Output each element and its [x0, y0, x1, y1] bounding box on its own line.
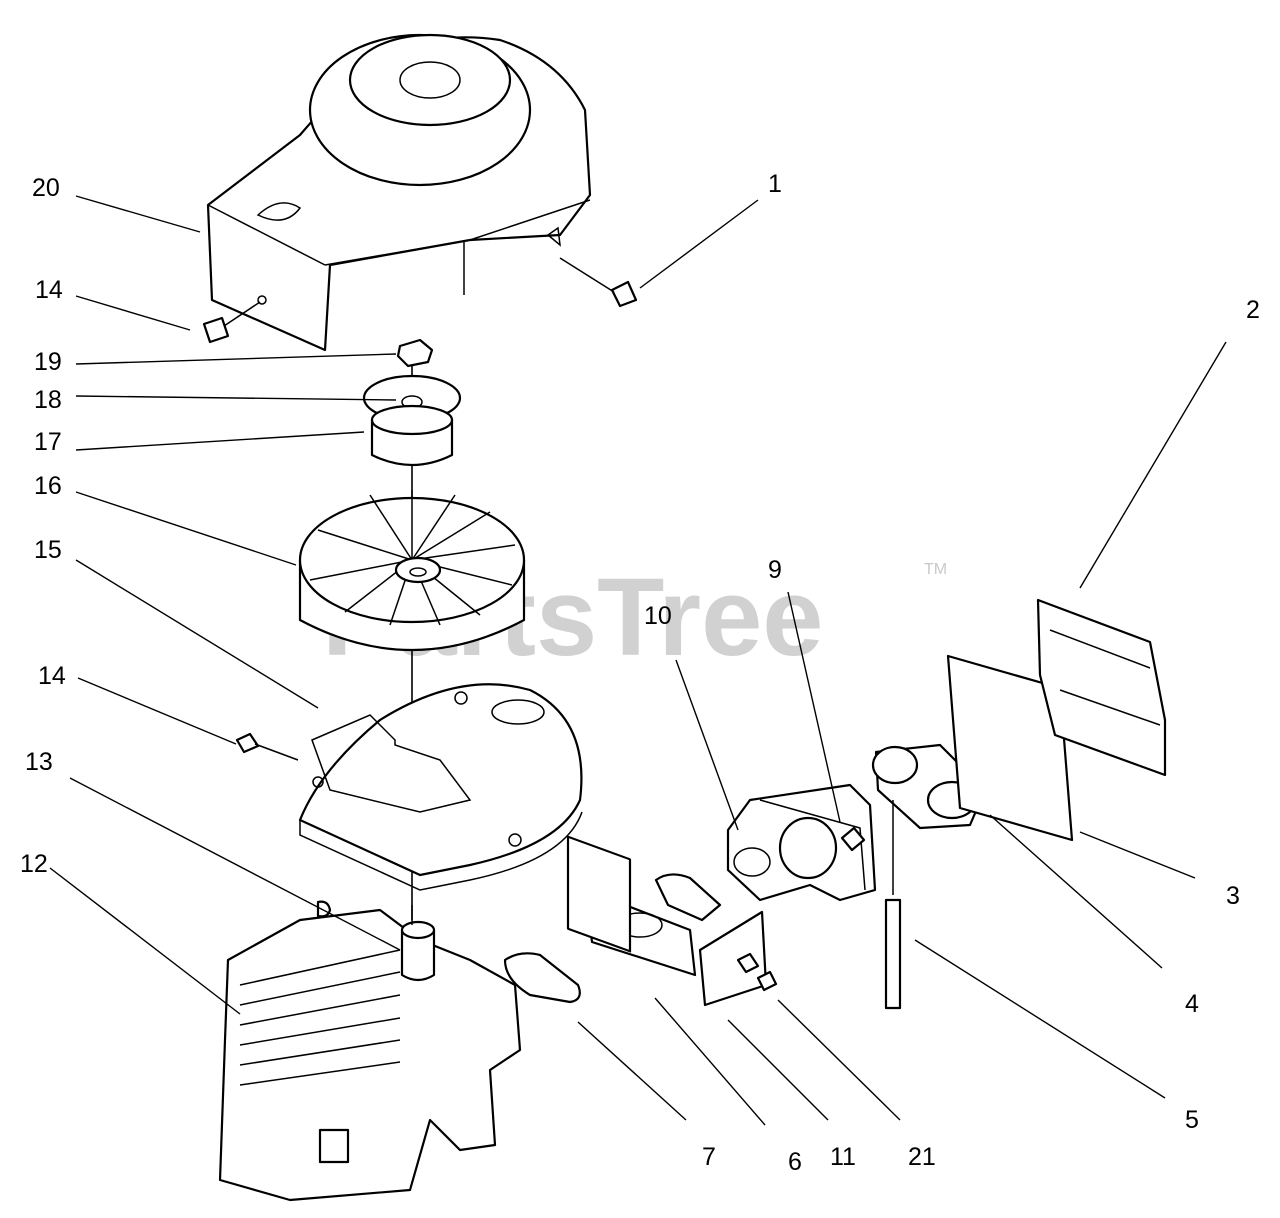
callout-2: 2 [1079, 296, 1260, 589]
part-6-spacer-plate [566, 835, 697, 977]
part-7-gasket [503, 952, 581, 1004]
callout-label-10: 10 [644, 602, 672, 630]
part-9-bolt [840, 826, 866, 852]
part-14-bolt-upper [202, 301, 261, 344]
callout-14a: 14 [35, 276, 191, 331]
callout-10: 10 [644, 602, 739, 831]
callout-9: 9 [768, 556, 841, 823]
callout-11: 11 [727, 1019, 856, 1171]
callout-label-1: 1 [768, 170, 782, 198]
callout-label-21: 21 [908, 1143, 936, 1171]
callout-label-11: 11 [830, 1143, 856, 1171]
callout-label-14b: 14 [38, 662, 66, 690]
part-21-screws [736, 952, 778, 992]
callout-3: 3 [1079, 831, 1240, 910]
callout-label-7: 7 [702, 1143, 716, 1171]
part-20-blower-housing [206, 33, 592, 352]
callout-16: 16 [34, 472, 297, 566]
part-16-flywheel [298, 490, 526, 652]
callout-label-4: 4 [1185, 990, 1199, 1018]
callout-label-19: 19 [34, 348, 62, 376]
callout-14b: 14 [38, 662, 237, 745]
callout-label-9: 9 [768, 556, 782, 584]
callout-19: 19 [34, 348, 397, 376]
callout-12: 12 [20, 850, 241, 1015]
watermark-trademark: TM [924, 561, 947, 578]
callout-label-2: 2 [1246, 296, 1260, 324]
part-17-starter-cup [370, 404, 454, 467]
callout-5: 5 [914, 939, 1199, 1134]
part-2-air-cleaner-cover [1036, 598, 1167, 777]
callout-label-5: 5 [1185, 1106, 1199, 1134]
callout-label-6: 6 [788, 1148, 802, 1176]
callout-17: 17 [34, 428, 365, 456]
callout-18: 18 [34, 386, 397, 414]
part-15-blower-plate [298, 683, 583, 891]
part-19-nut [396, 338, 434, 368]
part-3-filter-element [946, 654, 1074, 842]
part-13-key [316, 900, 332, 918]
callout-label-3: 3 [1226, 882, 1240, 910]
callout-6: 6 [654, 997, 802, 1176]
part-14-bolt-lower [235, 732, 299, 761]
callout-4: 4 [989, 814, 1199, 1018]
callout-label-20: 20 [32, 174, 60, 202]
part-11-gasket [654, 873, 768, 1007]
callout-label-15: 15 [34, 536, 62, 564]
callout-1: 1 [639, 170, 782, 289]
callout-label-16: 16 [34, 472, 62, 500]
callout-label-18: 18 [34, 386, 62, 414]
callout-label-14a: 14 [35, 276, 63, 304]
callout-label-12: 12 [20, 850, 48, 878]
callout-7: 7 [577, 1021, 716, 1171]
callout-21: 21 [777, 999, 936, 1171]
part-12-engine-block [218, 905, 522, 1202]
callout-label-17: 17 [34, 428, 62, 456]
callout-13: 13 [25, 748, 401, 951]
part-1-screw [559, 257, 638, 308]
callout-15: 15 [34, 536, 319, 709]
part-5-tube [884, 800, 902, 1010]
callout-label-13: 13 [25, 748, 53, 776]
callout-20: 20 [32, 174, 201, 233]
